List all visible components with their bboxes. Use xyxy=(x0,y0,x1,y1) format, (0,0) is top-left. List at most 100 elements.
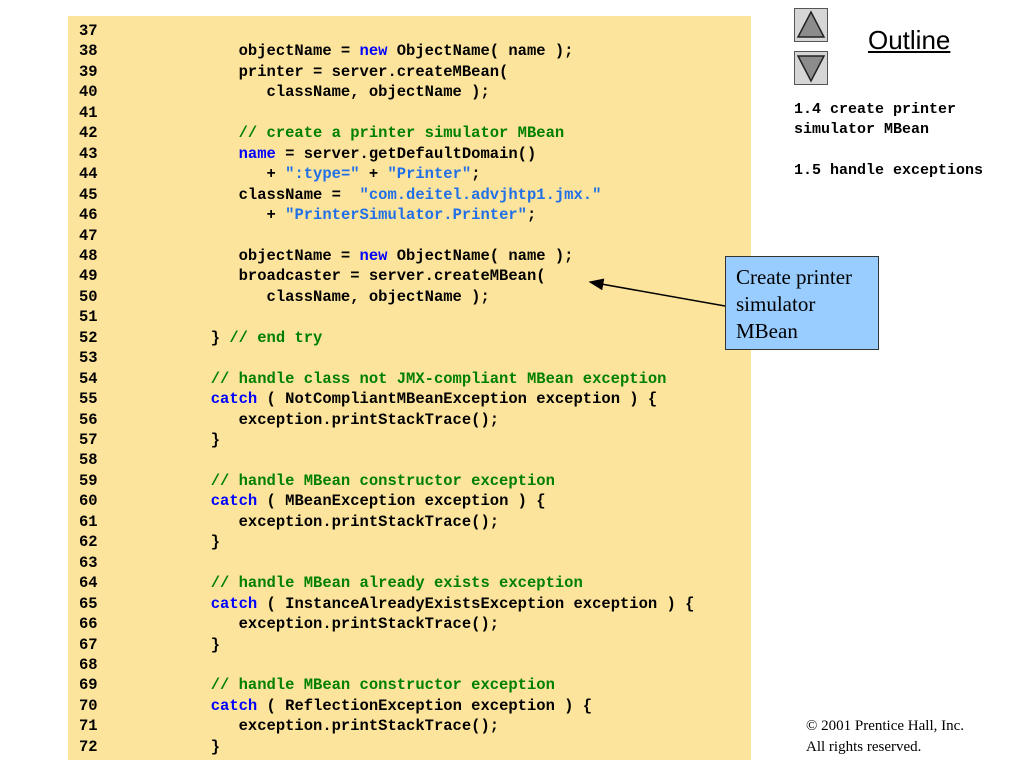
code-line: 56 exception.printStackTrace(); xyxy=(68,410,751,430)
code-comment: // end try xyxy=(229,328,323,347)
line-number: 37 xyxy=(79,22,98,40)
code-token: objectName = xyxy=(127,42,360,61)
triangle-up-icon xyxy=(796,10,826,38)
code-line: 58 xyxy=(68,450,751,470)
line-number: 38 xyxy=(79,42,98,61)
code-string: ":type=" xyxy=(285,165,360,184)
line-number: 52 xyxy=(79,328,98,347)
code-line: 39 printer = server.createMBean( xyxy=(68,62,751,82)
code-line: 64 // handle MBean already exists except… xyxy=(68,573,751,593)
line-number: 56 xyxy=(79,410,98,429)
code-keyword: new xyxy=(359,246,388,265)
code-line: 43 name = server.getDefaultDomain() xyxy=(68,144,751,164)
code-text: } xyxy=(127,737,220,757)
code-text: } xyxy=(127,430,220,450)
line-number: 70 xyxy=(79,696,98,715)
code-token: exception.printStackTrace(); xyxy=(127,512,500,531)
code-token: exception.printStackTrace(); xyxy=(127,717,500,736)
line-number: 72 xyxy=(79,737,98,756)
code-token: objectName = xyxy=(127,246,360,265)
code-keyword: catch xyxy=(210,696,258,715)
triangle-down-icon xyxy=(796,55,826,83)
line-number: 58 xyxy=(79,451,98,470)
code-text: // handle MBean already exists exception xyxy=(127,573,583,593)
line-number: 63 xyxy=(79,553,98,572)
code-text: // handle MBean constructor exception xyxy=(127,675,555,695)
line-number: 57 xyxy=(79,431,98,449)
line-number: 71 xyxy=(79,717,98,736)
code-text: broadcaster = server.createMBean( xyxy=(127,266,546,286)
line-number: 55 xyxy=(79,390,98,409)
line-number: 67 xyxy=(79,635,98,654)
code-text: name = server.getDefaultDomain() xyxy=(127,144,537,164)
code-line: 66 exception.printStackTrace(); xyxy=(68,614,751,634)
code-line: 40 className, objectName ); xyxy=(68,82,751,102)
code-token: } xyxy=(127,533,221,552)
code-token: } xyxy=(127,328,230,347)
line-number: 64 xyxy=(79,574,98,593)
code-text: objectName = new ObjectName( name ); xyxy=(127,246,574,266)
code-line: 55 catch ( NotCompliantMBeanException ex… xyxy=(68,389,751,409)
code-keyword: catch xyxy=(210,390,258,409)
code-line: 53 xyxy=(68,348,751,368)
code-token: } xyxy=(127,737,221,756)
code-token: className, objectName ); xyxy=(127,83,490,102)
outline-item-handle-exceptions: 1.5 handle exceptions xyxy=(794,162,984,179)
code-comment: // handle MBean constructor exception xyxy=(127,471,555,490)
code-line: 38 objectName = new ObjectName( name ); xyxy=(68,41,751,61)
code-line: 49 broadcaster = server.createMBean( xyxy=(68,266,751,286)
code-token: } xyxy=(127,431,221,449)
code-text: catch ( MBeanException exception ) { xyxy=(127,491,546,511)
code-comment: // create a printer simulator MBean xyxy=(127,124,565,143)
code-text: exception.printStackTrace(); xyxy=(127,410,499,430)
code-keyword: name xyxy=(238,144,276,163)
code-token: + xyxy=(127,165,286,184)
code-line: 67 } xyxy=(68,635,751,655)
code-token: ; xyxy=(526,206,537,225)
line-number: 43 xyxy=(79,144,98,163)
code-keyword: catch xyxy=(210,492,258,511)
line-number: 62 xyxy=(79,533,98,552)
line-number: 59 xyxy=(79,471,98,490)
code-keyword: new xyxy=(359,42,388,61)
code-token: ObjectName( name ); xyxy=(387,42,574,61)
previous-slide-button[interactable] xyxy=(794,8,828,42)
line-number: 65 xyxy=(79,594,98,613)
code-text: + "PrinterSimulator.Printer"; xyxy=(127,205,537,225)
code-string: "com.deitel.advjhtp1.jmx." xyxy=(359,185,602,204)
line-number: 46 xyxy=(79,206,98,225)
code-line: 70 catch ( ReflectionException exception… xyxy=(68,696,751,716)
next-slide-button[interactable] xyxy=(794,51,828,85)
line-number: 61 xyxy=(79,512,98,531)
code-line: 41 xyxy=(68,103,751,123)
code-line: 52 } // end try xyxy=(68,328,751,348)
outline-item-create-printer: 1.4 create printer simulator MBean xyxy=(794,101,957,138)
code-text: } xyxy=(127,532,220,552)
code-line: 50 className, objectName ); xyxy=(68,287,751,307)
code-line: 37 xyxy=(68,21,751,41)
line-number: 47 xyxy=(79,226,98,245)
code-text: exception.printStackTrace(); xyxy=(127,512,499,532)
outline-title[interactable]: Outline xyxy=(868,25,951,55)
line-number: 53 xyxy=(79,349,98,368)
code-line: 69 // handle MBean constructor exception xyxy=(68,675,751,695)
line-number: 40 xyxy=(79,83,98,102)
copyright-line-2: All rights reserved. xyxy=(806,739,922,755)
copyright-line-1: © 2001 Prentice Hall, Inc. xyxy=(806,718,965,734)
line-number: 48 xyxy=(79,246,98,265)
code-text: printer = server.createMBean( xyxy=(127,62,509,82)
code-line: 44 + ":type=" + "Printer"; xyxy=(68,164,751,184)
code-line: 63 xyxy=(68,553,751,573)
code-line: 57 } xyxy=(68,430,751,450)
code-text: className = "com.deitel.advjhtp1.jmx." xyxy=(127,185,602,205)
code-text: objectName = new ObjectName( name ); xyxy=(127,41,574,61)
line-number: 41 xyxy=(79,103,98,122)
code-string: "PrinterSimulator.Printer" xyxy=(285,206,527,225)
line-number: 44 xyxy=(79,165,98,184)
code-line: 42 // create a printer simulator MBean xyxy=(68,123,751,143)
code-token: exception.printStackTrace(); xyxy=(127,615,500,634)
code-line: 47 xyxy=(68,226,751,246)
code-line: 61 exception.printStackTrace(); xyxy=(68,512,751,532)
code-line: 51 xyxy=(68,307,751,327)
